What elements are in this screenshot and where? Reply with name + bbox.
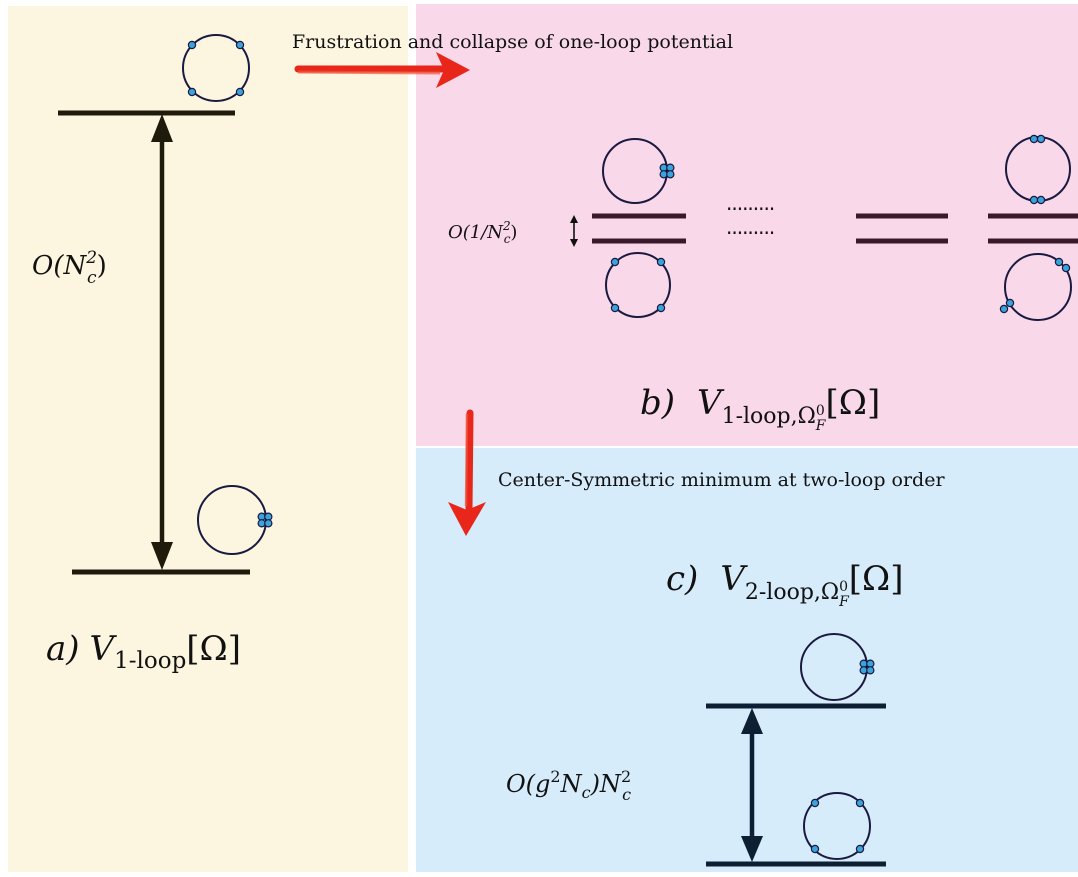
- eigenvalue-circle-b-left-bottom: [605, 252, 671, 318]
- eigenvalue-circle-c-top: [800, 633, 875, 701]
- ellipsis-bottom: ·········: [726, 221, 774, 245]
- gap-arrow-a: [151, 114, 173, 570]
- panel-b-frustrated: [416, 4, 1078, 446]
- arrow-frustration-caption: Frustration and collapse of one-loop pot…: [292, 31, 733, 53]
- ellipsis-top: ·········: [726, 197, 774, 221]
- arrow-frustration: Frustration and collapse of one-loop pot…: [292, 31, 733, 88]
- panel-a-label: a)V1-loop[Ω]: [46, 629, 241, 674]
- eigenvalue-circle-a-top: [182, 34, 250, 102]
- panel-a-one-loop: [8, 6, 408, 872]
- arrow-two-loop: Center-Symmetric minimum at two-loop ord…: [448, 409, 945, 536]
- gap-arrow-b: [570, 215, 578, 247]
- eigenvalue-circle-b-left-top: [602, 138, 675, 204]
- gap-arrow-c: [741, 708, 763, 862]
- panel-c-two-loop: [416, 448, 1078, 872]
- eigenvalue-circle-a-bottom: [197, 485, 273, 555]
- eigenvalue-circle-c-bottom: [803, 792, 871, 860]
- arrow-two-loop-caption: Center-Symmetric minimum at two-loop ord…: [498, 469, 945, 491]
- eigenvalue-circle-b-right-top: [1005, 134, 1071, 205]
- eigenvalue-circle-b-right-bottom: [999, 253, 1072, 321]
